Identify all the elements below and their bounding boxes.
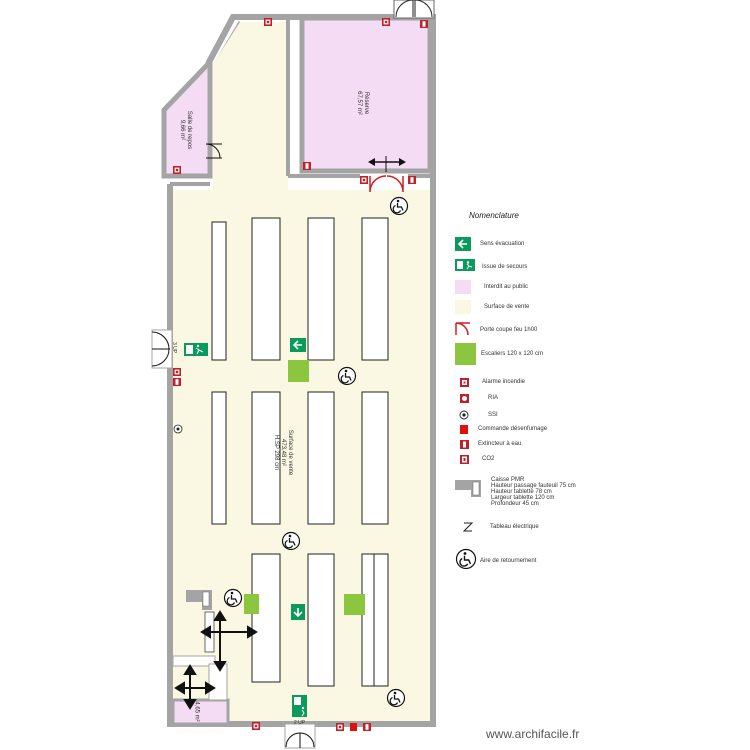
evacuation-arrow-icon bbox=[290, 338, 306, 352]
reserve-label: Réserve 67,57 m² bbox=[355, 91, 369, 115]
wheelchair-icon bbox=[455, 548, 477, 570]
legend-label: Hauteur tablette 78 cm bbox=[491, 489, 552, 495]
ssi-icon bbox=[173, 424, 183, 434]
circulation-arrows bbox=[174, 610, 258, 710]
legend-label: Largeur tablette 120 cm bbox=[491, 495, 555, 501]
fire-alarm-icon bbox=[173, 368, 181, 376]
sales-height: H.SP 298 cm bbox=[273, 434, 280, 471]
legend-label: Tableau électrique bbox=[490, 524, 539, 530]
ssi-icon bbox=[459, 410, 469, 420]
wheelchair-icon bbox=[389, 196, 409, 216]
reserve-room bbox=[299, 15, 433, 174]
legend-label: Commande désenfumage bbox=[478, 426, 548, 432]
legend-label: Caisse PMR bbox=[491, 477, 525, 483]
wheelchair-icon bbox=[337, 366, 357, 386]
electrical-panel-icon bbox=[463, 522, 473, 532]
water-extinguisher-icon bbox=[303, 162, 311, 170]
bottom-exit-door bbox=[284, 723, 316, 749]
legend-label: Porte coupe feu 1h00 bbox=[480, 327, 538, 333]
fire-alarm-icon bbox=[264, 18, 272, 26]
fire-alarm-icon bbox=[173, 166, 181, 174]
watermark: www.archifacile.fr bbox=[486, 727, 580, 741]
bottom-exit-label: 2 UP bbox=[294, 720, 305, 727]
emergency-exit-icon bbox=[184, 343, 208, 356]
rest-room-label: Salle de repos 9,66 m² bbox=[178, 111, 192, 149]
legend-label: Aire de retournement bbox=[480, 558, 537, 564]
stairs bbox=[288, 360, 309, 382]
legend-label: Sens évacuation bbox=[480, 241, 525, 247]
wheelchair-icon bbox=[386, 688, 406, 708]
legend-label: Extincteur à eau bbox=[478, 441, 522, 447]
water-extinguisher-icon bbox=[420, 20, 428, 28]
water-extinguisher-icon bbox=[460, 440, 469, 449]
fire-door-icon bbox=[455, 322, 470, 336]
legend-label: Issue de secours bbox=[482, 264, 528, 270]
rest-room-name: Salle de repos bbox=[186, 110, 193, 150]
fire-alarm-icon bbox=[252, 722, 260, 730]
bottom-room-label: 4,65 m² bbox=[193, 701, 200, 721]
legend-label: SSI bbox=[488, 412, 498, 418]
top-exit-door bbox=[393, 0, 435, 19]
legend-label: RIA bbox=[488, 395, 499, 401]
counter bbox=[208, 663, 228, 701]
fire-alarm-icon bbox=[382, 18, 390, 26]
stairs bbox=[244, 594, 259, 614]
legend-label: Escaliers 120 x 120 cm bbox=[481, 351, 544, 357]
evacuation-arrow-icon bbox=[291, 604, 305, 620]
emergency-exit-icon bbox=[455, 259, 475, 271]
reserve-name: Réserve bbox=[362, 91, 369, 115]
legend-label: Interdit au public bbox=[484, 284, 529, 290]
sales-label: Surface de vente 473,48 m² H.SP 298 cm bbox=[272, 430, 293, 475]
restricted-swatch bbox=[455, 280, 471, 294]
rest-room-door bbox=[205, 143, 222, 159]
smoke-control-icon bbox=[350, 723, 357, 731]
emergency-exit-icon bbox=[292, 695, 307, 717]
legend-title: Nomenclature bbox=[469, 211, 519, 220]
water-extinguisher-icon bbox=[408, 176, 416, 184]
fire-door-icon bbox=[368, 156, 406, 193]
co2-extinguisher-icon bbox=[460, 455, 469, 464]
reserve-area: 67,57 m² bbox=[355, 91, 362, 115]
fire-alarm-icon bbox=[460, 378, 469, 387]
left-exit-door bbox=[151, 329, 173, 369]
smoke-control-icon bbox=[460, 425, 468, 434]
legend-label: Alarme incendie bbox=[482, 379, 526, 385]
rest-room-area: 9,66 m² bbox=[179, 119, 186, 141]
fire-alarm-icon bbox=[336, 723, 344, 731]
wheelchair-icon bbox=[223, 588, 243, 608]
legend-label: Surface de vente bbox=[484, 304, 530, 310]
shelving bbox=[211, 217, 389, 687]
bottom-room-area: 4,65 m² bbox=[193, 701, 200, 722]
evacuation-arrow-icon bbox=[455, 237, 471, 251]
co2-extinguisher-icon bbox=[363, 723, 371, 731]
left-exit-text: 3 UP bbox=[171, 341, 178, 354]
pmr-text: Caisse PMR Hauteur passage fauteuil 75 c… bbox=[491, 477, 576, 507]
sales-area: 473,48 m² bbox=[280, 438, 287, 466]
ria-icon bbox=[460, 394, 469, 403]
sales-name: Surface de vente bbox=[287, 429, 294, 476]
pmr-counter-icon bbox=[186, 590, 212, 610]
left-exit-label: 3 UP bbox=[170, 342, 177, 353]
stairs-swatch bbox=[455, 343, 476, 365]
sales-swatch bbox=[455, 300, 471, 314]
pmr-counter-icon bbox=[455, 480, 481, 497]
wheelchair-icon bbox=[281, 531, 301, 551]
bottom-exit-text: 2 UP bbox=[294, 720, 306, 726]
water-extinguisher-icon bbox=[173, 378, 181, 386]
legend-label: Profondeur 45 cm bbox=[491, 501, 539, 507]
legend-label: CO2 bbox=[482, 456, 495, 462]
stairs bbox=[344, 594, 365, 615]
legend-label: Hauteur passage fauteuil 75 cm bbox=[491, 483, 576, 489]
bottom-room bbox=[171, 698, 230, 726]
fire-alarm-icon bbox=[360, 176, 368, 184]
